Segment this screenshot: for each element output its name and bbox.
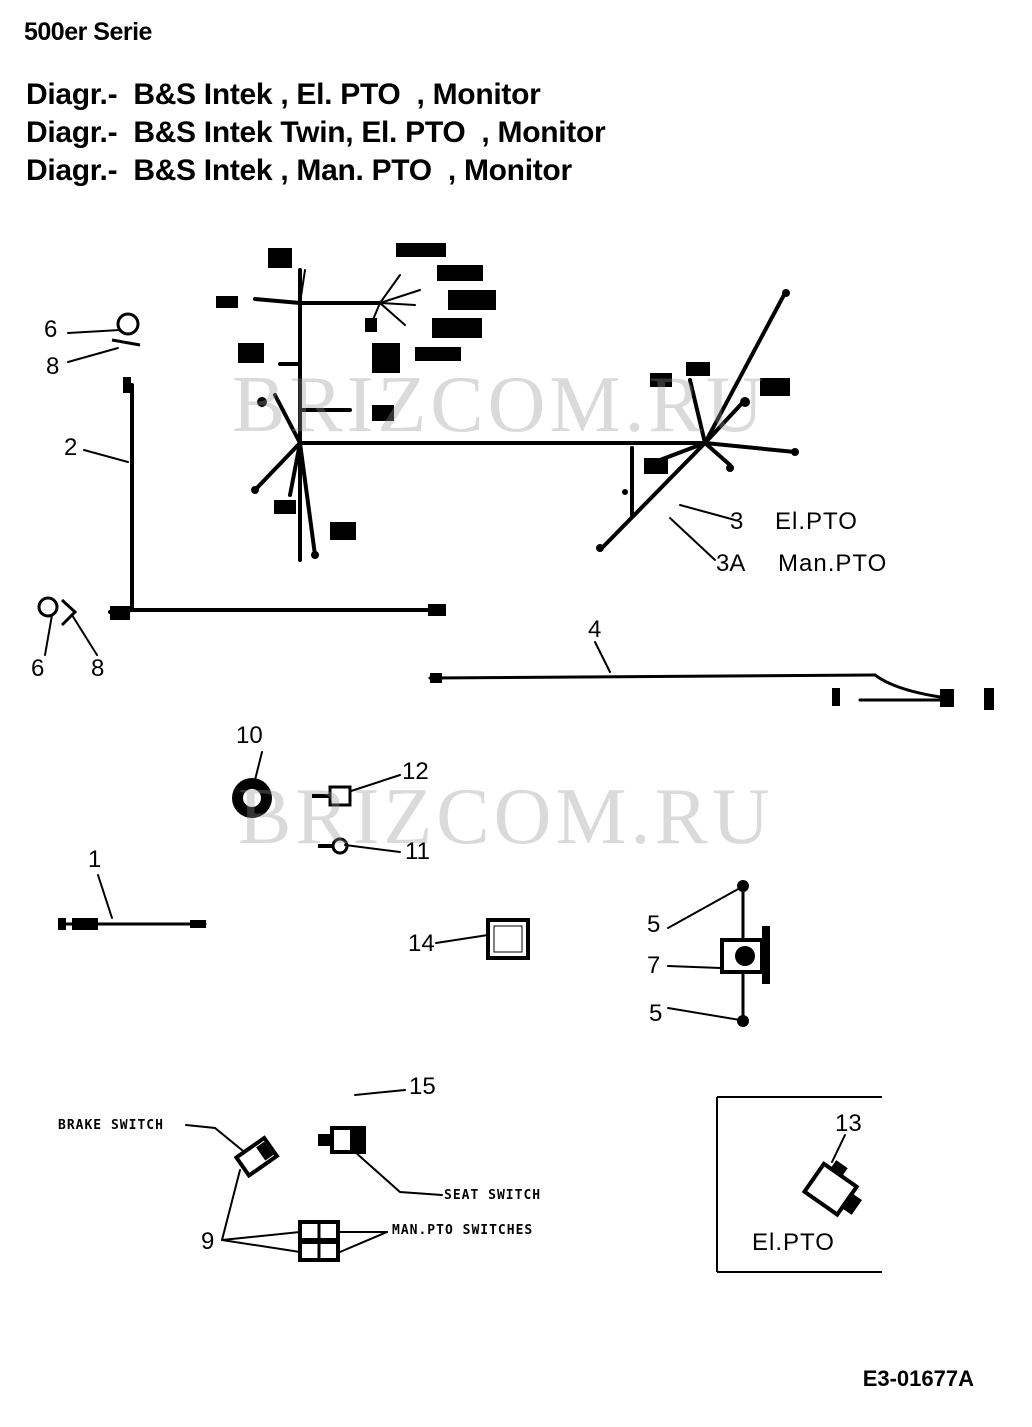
callout-10: 10 <box>236 722 263 749</box>
callout-6-bottom: 6 <box>31 655 45 682</box>
callout-3a: 3A <box>716 550 746 577</box>
series-title: 500er Serie <box>24 18 152 46</box>
leader-lines <box>44 329 846 1253</box>
callout-2: 2 <box>64 434 78 461</box>
callout-6-top: 6 <box>44 316 58 343</box>
callout-5-bottom: 5 <box>649 1000 663 1027</box>
callout-8-top: 8 <box>46 353 60 380</box>
label-seat-switch: SEAT SWITCH <box>444 1188 542 1203</box>
label-man-pto-switches: MAN.PTO SWITCHES <box>392 1223 534 1238</box>
seat-switch-part <box>318 1126 366 1154</box>
inset-label-el-pto: El.PTO <box>752 1229 835 1256</box>
callout-7: 7 <box>647 952 661 979</box>
callout-4: 4 <box>588 616 602 643</box>
drawing-reference: E3-01677A <box>862 1366 974 1391</box>
watermark-top: BRIZCOM.RU <box>232 361 768 449</box>
diagram-title-3: Diagr.- B&S Intek , Man. PTO , Monitor <box>26 154 572 187</box>
callout-14: 14 <box>408 930 435 957</box>
callout-15: 15 <box>409 1073 436 1100</box>
callout-11: 11 <box>405 838 430 865</box>
part-10-socket <box>232 778 272 818</box>
watermark-middle: BRIZCOM.RU <box>238 773 774 861</box>
callout-3: 3 <box>730 508 744 535</box>
label-man-pto: Man.PTO <box>778 550 888 577</box>
callout-13: 13 <box>835 1110 862 1137</box>
callout-12: 12 <box>402 758 429 785</box>
label-brake-switch: BRAKE SWITCH <box>58 1118 164 1133</box>
harness-4 <box>428 673 942 702</box>
man-pto-switches-part <box>298 1220 340 1262</box>
diagram-title-2: Diagr.- B&S Intek Twin, El. PTO , Monito… <box>26 116 606 149</box>
callout-5-top: 5 <box>647 911 661 938</box>
main-harness <box>253 268 797 562</box>
diagram-title-1: Diagr.- B&S Intek , El. PTO , Monitor <box>26 78 541 111</box>
label-el-pto: El.PTO <box>775 508 858 535</box>
callout-8-bottom: 8 <box>91 655 105 682</box>
inset-el-pto-box <box>716 1096 882 1273</box>
callout-9: 9 <box>201 1228 215 1255</box>
brake-switch-part <box>233 1135 280 1179</box>
callout-1: 1 <box>88 846 102 873</box>
